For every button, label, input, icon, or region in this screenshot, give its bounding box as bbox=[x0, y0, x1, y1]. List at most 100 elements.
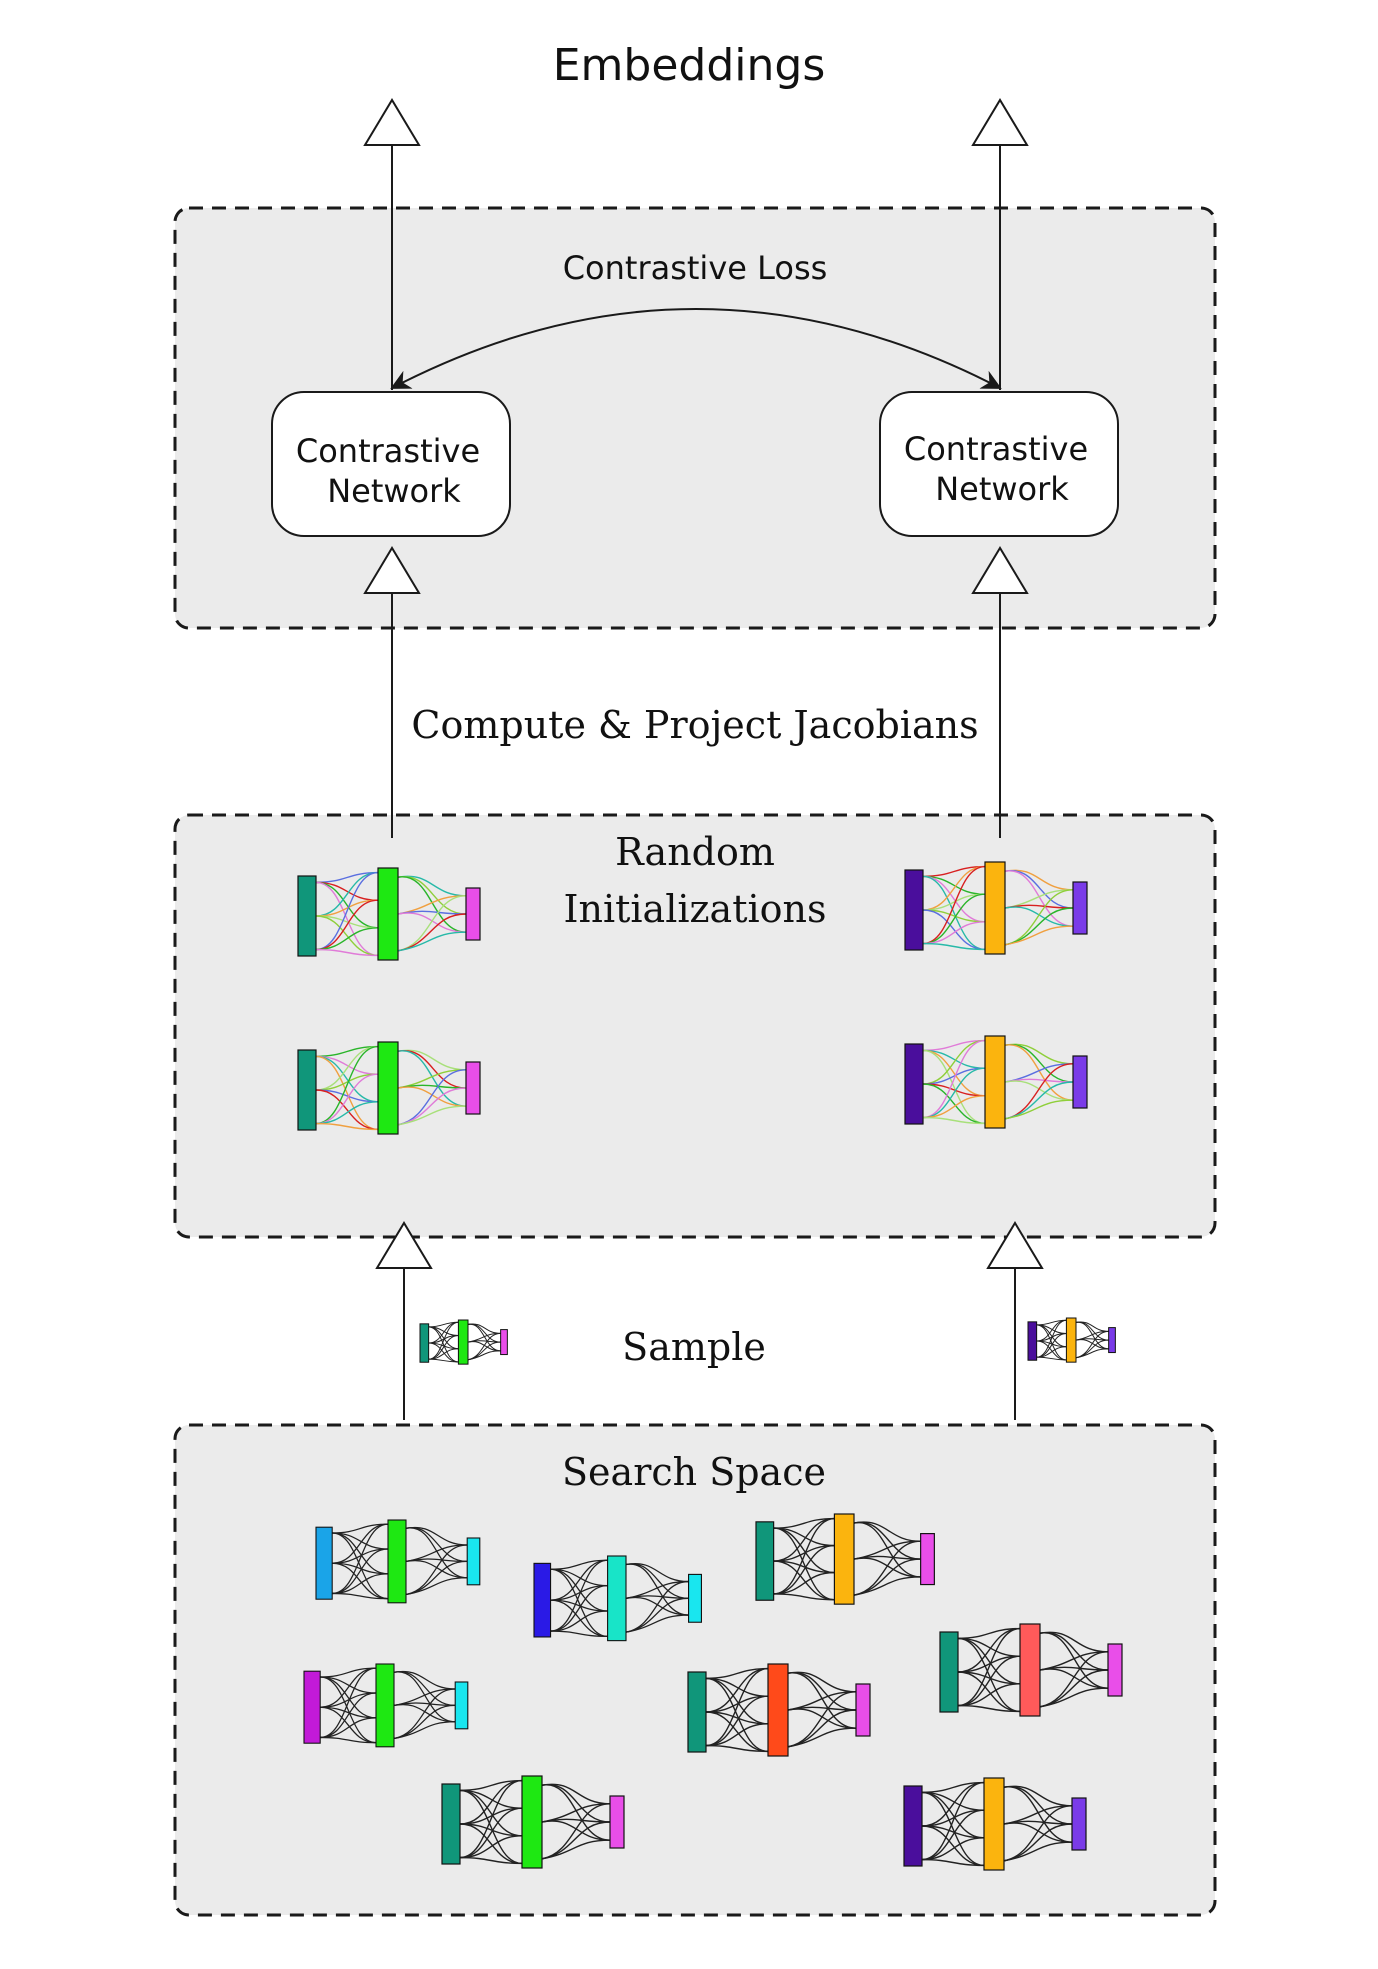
network-layer-output bbox=[500, 1329, 508, 1356]
network-edge bbox=[1003, 1841, 1073, 1862]
network-edge bbox=[922, 1095, 986, 1119]
network-edge bbox=[957, 1637, 1021, 1713]
network-glyph bbox=[419, 1319, 508, 1365]
network-glyph bbox=[297, 867, 481, 961]
network-edge bbox=[853, 1576, 921, 1596]
network-edge bbox=[922, 875, 986, 951]
network-layer-hidden bbox=[1065, 1317, 1077, 1363]
contrastive-network-right: Contrastive Network bbox=[879, 391, 1119, 537]
network-edge bbox=[705, 1744, 769, 1753]
network-edge bbox=[332, 1523, 389, 1564]
network-edge bbox=[332, 1523, 389, 1595]
network-edge bbox=[397, 1105, 467, 1126]
network-edge bbox=[921, 1825, 985, 1867]
network-edge bbox=[922, 942, 986, 951]
network-layer-output bbox=[465, 887, 481, 941]
network-layer-output bbox=[454, 1681, 469, 1730]
network-edge bbox=[705, 1667, 769, 1680]
network-glyphs bbox=[297, 861, 1123, 1871]
network-edge bbox=[315, 1122, 379, 1131]
search-space-label: Search Space bbox=[562, 1450, 826, 1494]
network-left-line2: Network bbox=[327, 472, 461, 510]
network-edge bbox=[787, 1727, 857, 1748]
network-edge bbox=[315, 871, 379, 917]
jacobian-arrow-left-head bbox=[363, 546, 421, 594]
network-layer-input bbox=[687, 1671, 707, 1753]
network-edge bbox=[922, 865, 986, 878]
network-edge bbox=[315, 871, 379, 884]
network-edge bbox=[315, 1045, 379, 1125]
network-edge bbox=[541, 1839, 611, 1860]
network-edge bbox=[332, 1532, 389, 1600]
network-layer-output bbox=[1107, 1643, 1123, 1697]
network-edge bbox=[922, 865, 986, 911]
network-edge bbox=[957, 1655, 1021, 1707]
network-edge bbox=[428, 1326, 459, 1363]
network-edge bbox=[705, 1723, 769, 1747]
network-layer-output bbox=[920, 1533, 935, 1586]
network-edge bbox=[320, 1667, 377, 1708]
network-edge bbox=[1036, 1324, 1067, 1361]
network-edge bbox=[315, 915, 379, 957]
network-edge bbox=[957, 1704, 1021, 1713]
network-edge bbox=[332, 1562, 389, 1600]
network-left-line1: Contrastive bbox=[296, 432, 480, 470]
network-edge bbox=[922, 1039, 986, 1085]
network-edge bbox=[332, 1523, 389, 1534]
compute-jacobians-label: Compute & Project Jacobians bbox=[411, 703, 978, 747]
network-edge bbox=[315, 1055, 379, 1131]
network-layer-hidden bbox=[984, 861, 1006, 955]
network-edge bbox=[921, 1791, 985, 1867]
network-layer-output bbox=[688, 1573, 702, 1623]
network-layer-output bbox=[1072, 1055, 1088, 1109]
network-layer-hidden bbox=[521, 1775, 543, 1869]
network-edge bbox=[957, 1671, 1021, 1713]
network-edge bbox=[332, 1573, 389, 1595]
network-edge bbox=[705, 1711, 769, 1753]
network-edge bbox=[320, 1676, 377, 1744]
contrastive-loss-arrow bbox=[390, 308, 1002, 389]
network-edge bbox=[320, 1717, 377, 1739]
network-layer-output bbox=[609, 1795, 625, 1849]
network-glyph bbox=[441, 1775, 625, 1869]
network-edge bbox=[315, 881, 379, 957]
network-edge bbox=[1075, 1348, 1109, 1359]
network-layer-hidden bbox=[1019, 1623, 1041, 1717]
network-edge bbox=[773, 1544, 835, 1595]
network-edge bbox=[1004, 1099, 1074, 1120]
network-glyph bbox=[533, 1555, 702, 1642]
network-edge bbox=[550, 1630, 608, 1638]
network-glyph bbox=[903, 1777, 1087, 1871]
network-edge bbox=[315, 1089, 379, 1131]
network-edge bbox=[332, 1592, 389, 1600]
network-edge bbox=[459, 1789, 523, 1865]
network-edge bbox=[459, 1823, 523, 1865]
network-edge bbox=[957, 1627, 1021, 1673]
network-edge bbox=[922, 1039, 986, 1052]
network-edge bbox=[922, 1039, 986, 1119]
network-edge bbox=[550, 1568, 608, 1638]
network-edge bbox=[459, 1779, 523, 1859]
network-edge bbox=[315, 899, 379, 951]
network-edge bbox=[922, 1067, 986, 1119]
network-edge bbox=[459, 1856, 523, 1865]
network-edge bbox=[550, 1610, 608, 1632]
network-edge bbox=[315, 1073, 379, 1125]
network-edge bbox=[320, 1706, 377, 1744]
network-glyph bbox=[687, 1663, 871, 1757]
network-layer-input bbox=[904, 869, 924, 951]
network-layer-output bbox=[1071, 1797, 1087, 1851]
network-layer-hidden bbox=[387, 1519, 407, 1604]
network-layer-hidden bbox=[833, 1513, 855, 1605]
network-edge bbox=[625, 1614, 689, 1633]
network-glyph bbox=[1027, 1317, 1116, 1363]
network-glyph bbox=[315, 1519, 481, 1604]
network-edge bbox=[459, 1779, 523, 1792]
network-edge bbox=[705, 1667, 769, 1747]
network-edge bbox=[405, 1577, 468, 1596]
network-edge bbox=[705, 1667, 769, 1713]
network-edge bbox=[922, 921, 986, 945]
network-edge bbox=[921, 1781, 985, 1827]
